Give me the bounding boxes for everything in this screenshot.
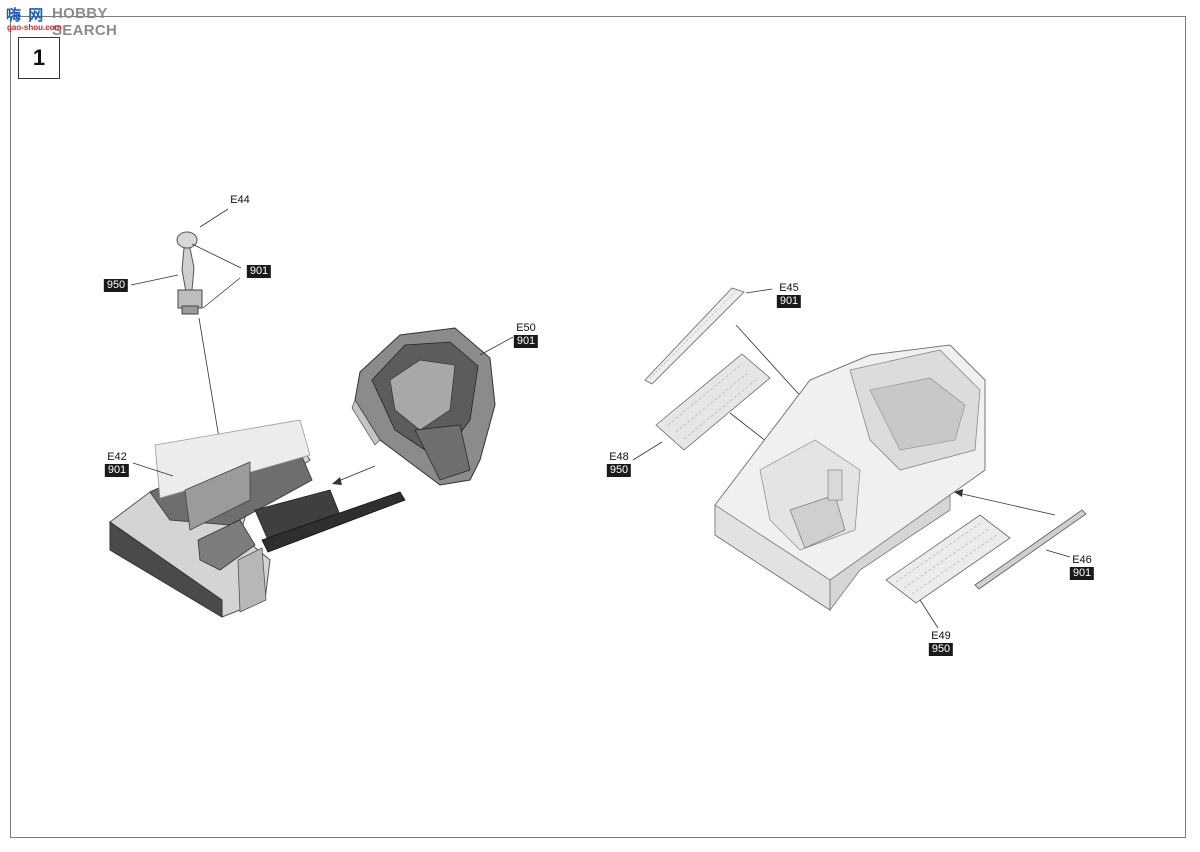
paint-code-e49-950: 950: [928, 643, 954, 656]
page-frame: [10, 16, 1186, 838]
label-e46: E46: [1072, 554, 1092, 566]
watermark-logo: 嗨 网 HOBBY SEARCH gao-shou.com: [6, 4, 166, 39]
part-e48-console-panel: [655, 353, 771, 451]
label-e45: E45: [779, 282, 799, 294]
paint-code-e44-950: 950: [103, 279, 129, 292]
label-e50: E50: [516, 322, 536, 334]
label-e48: E48: [609, 451, 629, 463]
part-e46-side-strip: [974, 509, 1087, 590]
paint-code-e45-901: 901: [776, 295, 802, 308]
paint-code-e48-950: 950: [606, 464, 632, 477]
part-e49-console-panel: [885, 514, 1011, 604]
label-e42: E42: [107, 451, 127, 463]
watermark-url: gao-shou.com: [7, 23, 62, 32]
watermark-en: HOBBY SEARCH: [52, 5, 118, 39]
part-e45-side-panel: [644, 287, 745, 385]
step-number: 1: [18, 37, 60, 79]
label-e44: E44: [230, 194, 250, 206]
part-e42-cockpit-tub: [109, 419, 406, 618]
paint-code-e46-901: 901: [1069, 567, 1095, 580]
paint-code-e44-901: 901: [246, 265, 272, 278]
paint-code-e50-901: 901: [513, 335, 539, 348]
watermark-cn: 嗨 网: [6, 6, 45, 24]
part-e44-control-stick: [176, 231, 203, 315]
part-e50-instrument-panel: [351, 327, 496, 486]
part-assembled-cockpit: [714, 344, 986, 612]
label-e49: E49: [931, 630, 951, 642]
paint-code-e42-901: 901: [104, 464, 130, 477]
